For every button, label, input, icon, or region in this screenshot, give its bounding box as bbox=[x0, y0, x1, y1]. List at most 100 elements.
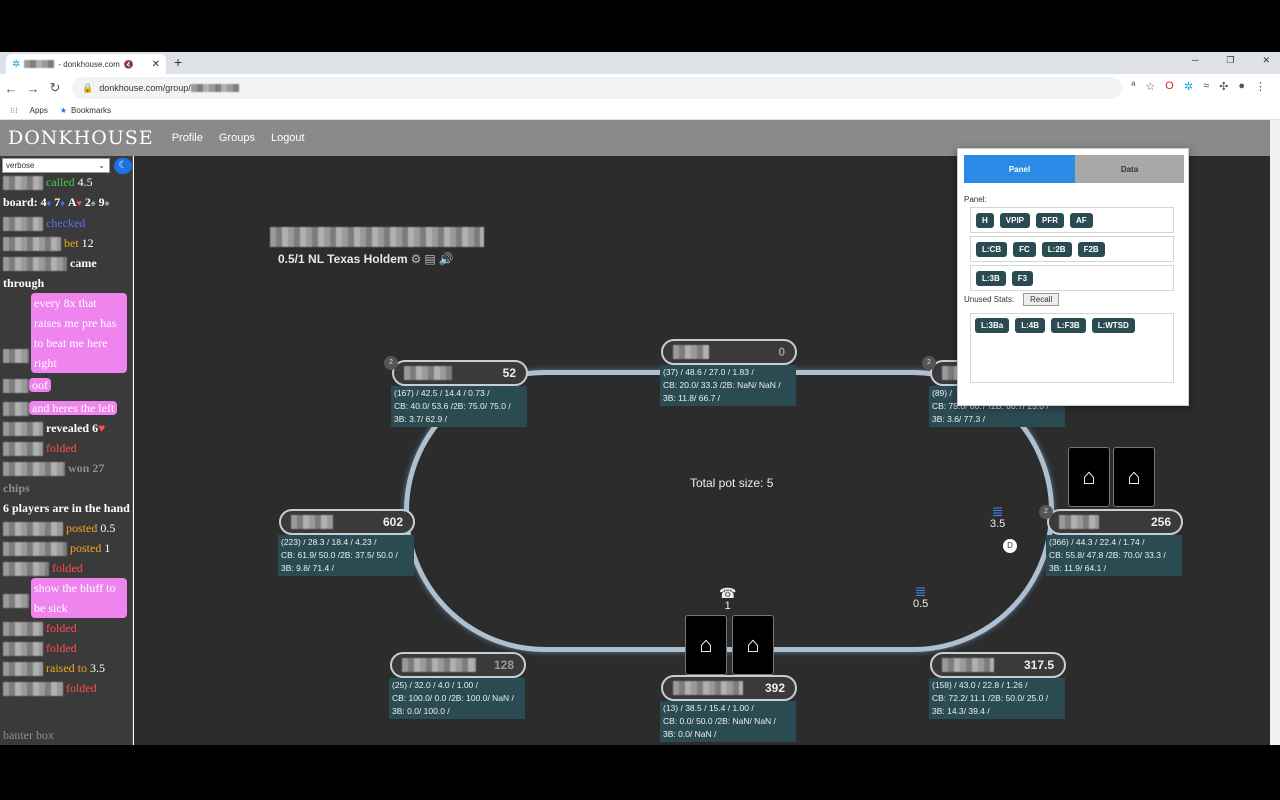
bet-right: ≣3.5 bbox=[990, 503, 1006, 530]
chat-message: show the bluff to be sick bbox=[3, 578, 131, 618]
reload-icon[interactable]: ↻ bbox=[49, 80, 61, 95]
badge: 2 bbox=[922, 356, 936, 370]
board-card-suit-icon: ♦ bbox=[60, 198, 65, 208]
stat-button-pfr[interactable]: PFR bbox=[1036, 212, 1065, 228]
extension-icon[interactable]: ≈ bbox=[1203, 80, 1210, 92]
tab-panel[interactable]: Panel bbox=[964, 155, 1075, 183]
player-stats: (167) / 42.5 / 14.4 / 0.73 /CB: 40.0/ 53… bbox=[391, 386, 527, 427]
stack: 392 bbox=[764, 681, 785, 695]
redacted-text bbox=[24, 60, 55, 68]
page-scrollbar[interactable] bbox=[1270, 120, 1280, 745]
log-line: folded bbox=[3, 558, 131, 578]
recall-button[interactable]: Recall bbox=[1023, 293, 1060, 306]
donk-extension-icon[interactable]: ✲ bbox=[1183, 81, 1194, 93]
stat-button-l4b[interactable]: L:4B bbox=[1015, 318, 1046, 333]
stat-button-vpip[interactable]: VPIP bbox=[999, 212, 1031, 228]
stat-button-l3b[interactable]: L:3B bbox=[976, 270, 1006, 286]
redacted-table-name bbox=[270, 227, 484, 247]
address-bar[interactable]: 🔒 donkhouse.com/group/ bbox=[72, 77, 1122, 99]
stat-button-fc[interactable]: FC bbox=[1013, 241, 1036, 257]
tab-title: - donkhouse.com bbox=[58, 59, 120, 69]
seat-bottom-center[interactable]: 392 (13) / 38.5 / 15.4 / 1.00 /CB: 0.0/ … bbox=[660, 675, 797, 742]
player-stats: (25) / 32.0 / 4.0 / 1.00 /CB: 100.0/ 0.0… bbox=[389, 678, 525, 719]
seat-left[interactable]: 602 (223) / 28.3 / 18.4 / 4.23 /CB: 61.9… bbox=[278, 509, 415, 576]
restore-icon[interactable]: ❐ bbox=[1226, 55, 1235, 65]
stat-button-l2b[interactable]: L:2B bbox=[1041, 241, 1072, 257]
stat-row: L:3B F3 bbox=[970, 265, 1174, 291]
browser-window: ✲ - donkhouse.com 🔇 ✕ + ─ ❐ ✕ ← → ↻ 🔒 do… bbox=[0, 52, 1280, 745]
stat-button-lwtsd[interactable]: L:WTSD bbox=[1091, 318, 1135, 333]
log-line: folded bbox=[3, 438, 131, 458]
board-card-rank: A bbox=[67, 195, 77, 209]
settings-icon[interactable]: ⚙ bbox=[410, 252, 422, 266]
bookmark-apps[interactable]: Apps bbox=[29, 106, 48, 115]
nav-groups[interactable]: Groups bbox=[218, 132, 255, 144]
board-card-rank: 9 bbox=[98, 195, 105, 209]
site-logo[interactable]: DONKHOUSE bbox=[8, 127, 154, 149]
board-card-rank: 2 bbox=[84, 195, 91, 209]
unused-stats-box: L:3Ba L:4B L:F3B L:WTSD bbox=[970, 313, 1174, 383]
new-tab-icon[interactable]: + bbox=[174, 54, 183, 70]
tab-strip: ✲ - donkhouse.com 🔇 ✕ + ─ ❐ ✕ bbox=[0, 52, 1280, 74]
card-back-icon: ⌂ bbox=[732, 615, 774, 675]
seat-bottom-left[interactable]: 128 (25) / 32.0 / 4.0 / 1.00 /CB: 100.0/… bbox=[389, 652, 526, 719]
stat-button-af[interactable]: AF bbox=[1070, 212, 1093, 228]
stack: 0 bbox=[778, 345, 785, 359]
tab-data[interactable]: Data bbox=[1075, 155, 1184, 183]
window-controls: ─ ❐ ✕ bbox=[1192, 55, 1270, 66]
player-stats: (223) / 28.3 / 18.4 / 4.23 /CB: 61.9/ 50… bbox=[278, 535, 414, 576]
stat-button-f2b[interactable]: F2B bbox=[1077, 241, 1105, 257]
chat-message: oof bbox=[3, 375, 131, 395]
close-window-icon[interactable]: ✕ bbox=[1262, 55, 1270, 65]
translate-icon[interactable]: ª bbox=[1131, 80, 1136, 92]
stat-button-lcb[interactable]: L:CB bbox=[976, 241, 1008, 257]
pot-size: Total pot size: 5 bbox=[690, 476, 774, 490]
browser-toolbar: ← → ↻ 🔒 donkhouse.com/group/ ª ☆ O ✲ ≈ ✣… bbox=[0, 74, 1280, 102]
banter-box-input[interactable]: banter box bbox=[3, 728, 54, 742]
panel-label: Panel: bbox=[964, 195, 987, 204]
chip-stack-icon: ≣ bbox=[914, 583, 927, 599]
chip-stack-icon: ≣ bbox=[991, 503, 1004, 519]
bookmark-bookmarks[interactable]: Bookmarks bbox=[71, 106, 112, 115]
card-back-icon: ⌂ bbox=[1113, 447, 1155, 507]
moon-icon[interactable]: ☾ bbox=[114, 158, 132, 174]
log-line: revealed 6♥ bbox=[3, 418, 131, 438]
browser-tab[interactable]: ✲ - donkhouse.com 🔇 ✕ bbox=[6, 54, 166, 74]
nav-profile[interactable]: Profile bbox=[171, 132, 203, 144]
history-icon[interactable]: ▤ bbox=[424, 252, 436, 266]
stats-extension-popup: Panel Data Panel: H VPIP PFR AF L:CB FC … bbox=[957, 148, 1189, 406]
back-icon[interactable]: ← bbox=[4, 80, 18, 96]
opera-icon[interactable]: O bbox=[1165, 80, 1174, 92]
stat-button-h[interactable]: H bbox=[976, 212, 994, 228]
puzzle-icon[interactable]: ✣ bbox=[1219, 81, 1229, 93]
player-name bbox=[673, 681, 743, 695]
mute-icon[interactable]: 🔇 bbox=[123, 59, 134, 69]
menu-icon[interactable]: ⋮ bbox=[1255, 81, 1266, 93]
chat-log-sidebar: called 4.5 board: 4♦ 7♦ A♥ 2♠ 9♠ checked… bbox=[0, 156, 133, 745]
seat-bottom-right[interactable]: 317.5 (158) / 43.0 / 22.8 / 1.26 /CB: 72… bbox=[929, 652, 1066, 719]
bookmark-star-icon[interactable]: ☆ bbox=[1145, 81, 1156, 93]
player-stats: (37) / 48.6 / 27.0 / 1.83 /CB: 20.0/ 33.… bbox=[660, 365, 796, 406]
close-tab-icon[interactable]: ✕ bbox=[151, 58, 160, 70]
seat-top-center[interactable]: 0 (37) / 48.6 / 27.0 / 1.83 /CB: 20.0/ 3… bbox=[660, 339, 797, 406]
minimize-icon[interactable]: ─ bbox=[1191, 55, 1199, 65]
sound-icon[interactable]: 🔊 bbox=[438, 252, 454, 266]
badge: 2 bbox=[1039, 505, 1053, 519]
verbosity-select[interactable]: verbose⌄ bbox=[2, 158, 110, 173]
forward-icon[interactable]: → bbox=[26, 80, 40, 96]
log-line: folded bbox=[3, 638, 131, 658]
bet-hero: ☎1 bbox=[719, 585, 737, 612]
card-back-icon: ⌂ bbox=[685, 615, 727, 675]
log-line: checked bbox=[3, 213, 131, 233]
chip-stack-icon: ☎ bbox=[719, 585, 737, 601]
stat-button-lf3b[interactable]: L:F3B bbox=[1051, 318, 1086, 333]
stat-button-f3[interactable]: F3 bbox=[1011, 270, 1034, 286]
avatar[interactable]: ● bbox=[1238, 80, 1245, 92]
stack: 52 bbox=[502, 366, 516, 380]
apps-icon[interactable]: ⁝⁝⁝ bbox=[10, 106, 18, 115]
stack: 256 bbox=[1150, 515, 1171, 529]
nav-logout[interactable]: Logout bbox=[270, 132, 305, 144]
stat-button-l3ba[interactable]: L:3Ba bbox=[975, 318, 1010, 333]
